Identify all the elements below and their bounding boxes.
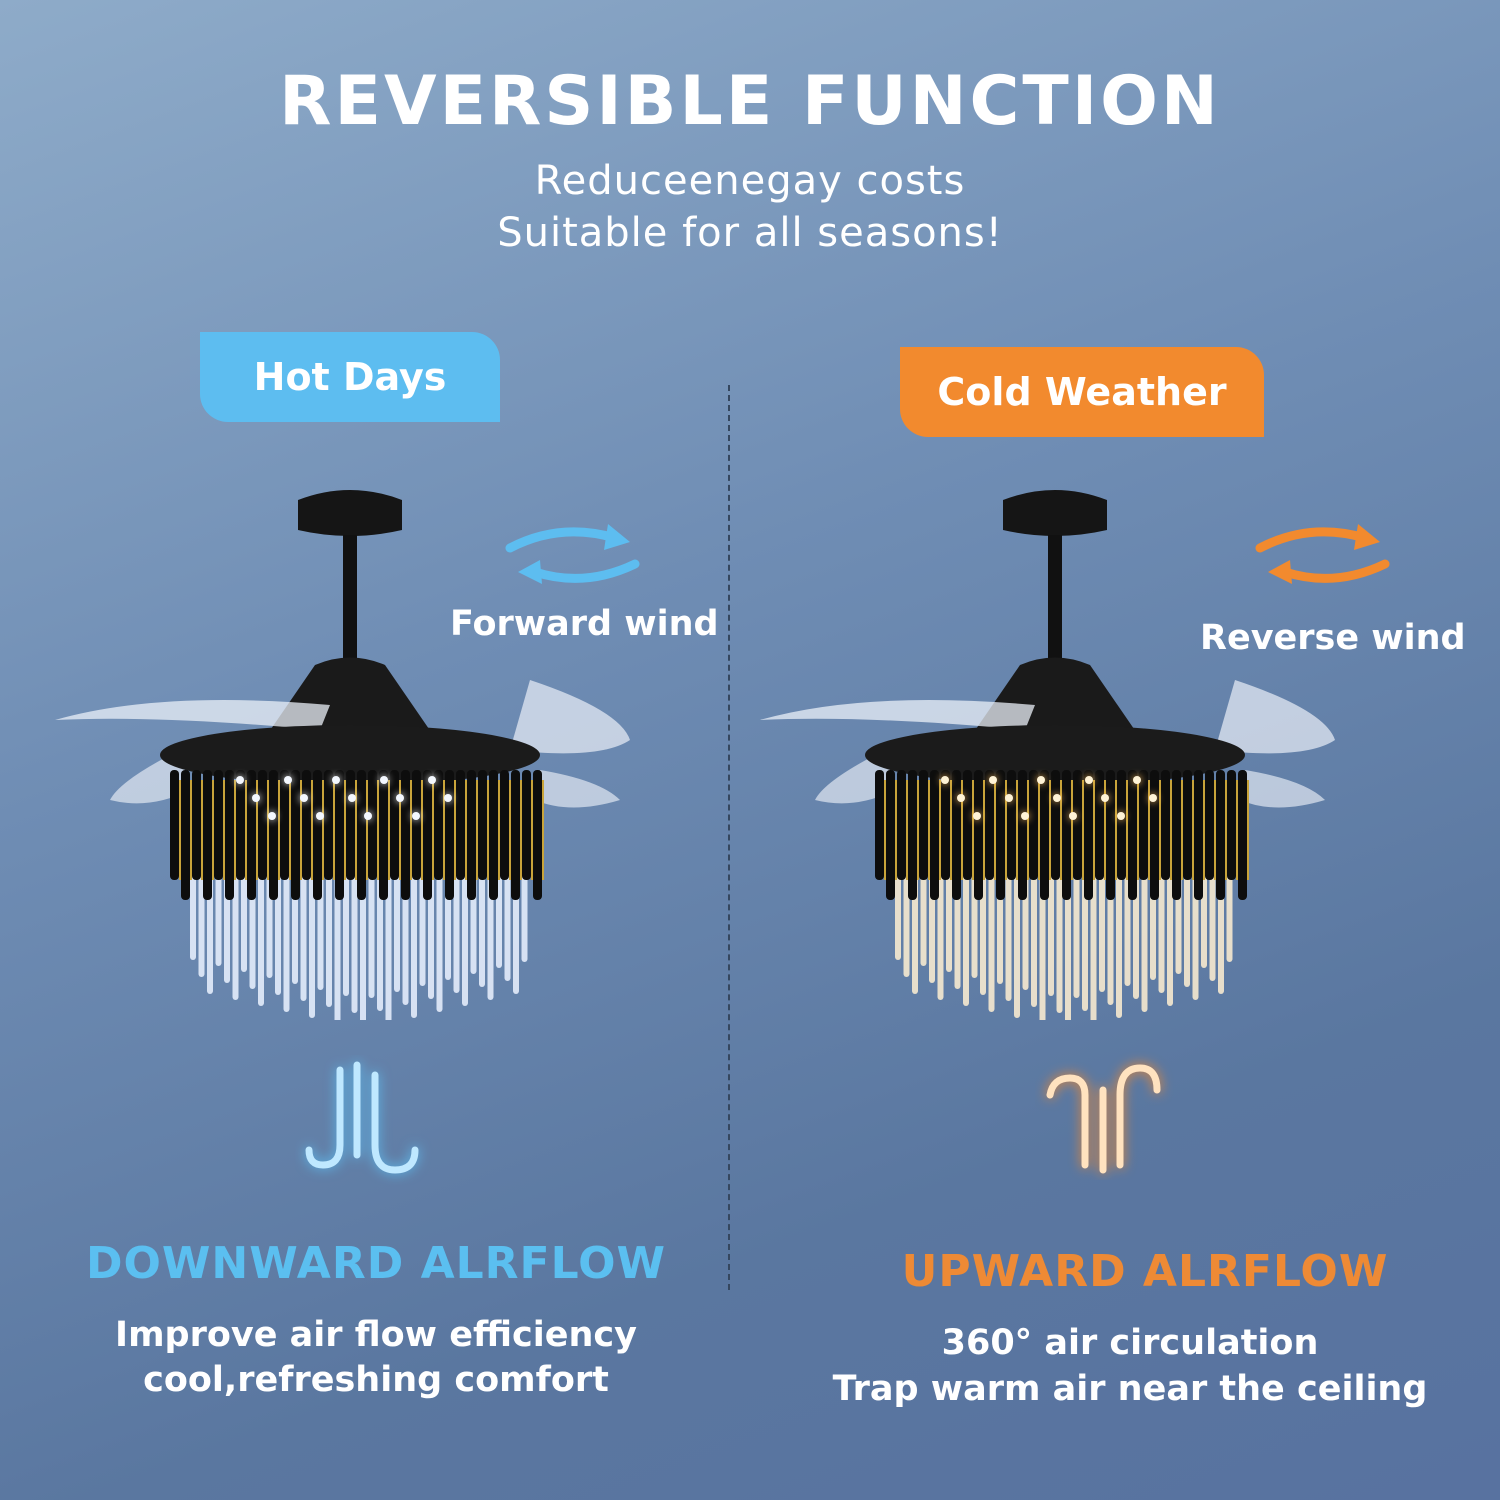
page-title: REVERSIBLE FUNCTION <box>279 62 1221 141</box>
left-body-line-2: cool,refreshing comfort <box>143 1360 609 1400</box>
ceiling-fan-warm-image <box>760 490 1335 1020</box>
reverse-wind-label: Reverse wind <box>1200 618 1466 658</box>
divider <box>728 385 730 1290</box>
upward-airflow-heading: UPWARD ALRFLOW <box>901 1246 1389 1297</box>
hot-days-badge: Hot Days <box>200 332 500 422</box>
downward-airflow-icon <box>305 1061 419 1174</box>
left-body-line-1: Improve air flow efficiency <box>115 1315 637 1355</box>
reverse-wind-arrows-icon <box>1255 524 1390 584</box>
forward-wind-arrows-icon <box>505 524 640 584</box>
right-body-line-1: 360° air circulation <box>941 1323 1319 1363</box>
forward-wind-label: Forward wind <box>450 604 719 644</box>
hot-days-label: Hot Days <box>253 355 447 399</box>
ceiling-fan-cool-image <box>55 490 630 1020</box>
downward-airflow-heading: DOWNWARD ALRFLOW <box>85 1238 667 1289</box>
cold-weather-badge: Cold Weather <box>900 347 1264 437</box>
upward-airflow-icon <box>1046 1064 1161 1174</box>
subtitle-line-1: Reduceenegay costs <box>534 158 966 204</box>
cold-weather-label: Cold Weather <box>937 370 1227 414</box>
subtitle-line-2: Suitable for all seasons! <box>497 210 1003 256</box>
right-body-line-2: Trap warm air near the ceiling <box>832 1369 1428 1409</box>
